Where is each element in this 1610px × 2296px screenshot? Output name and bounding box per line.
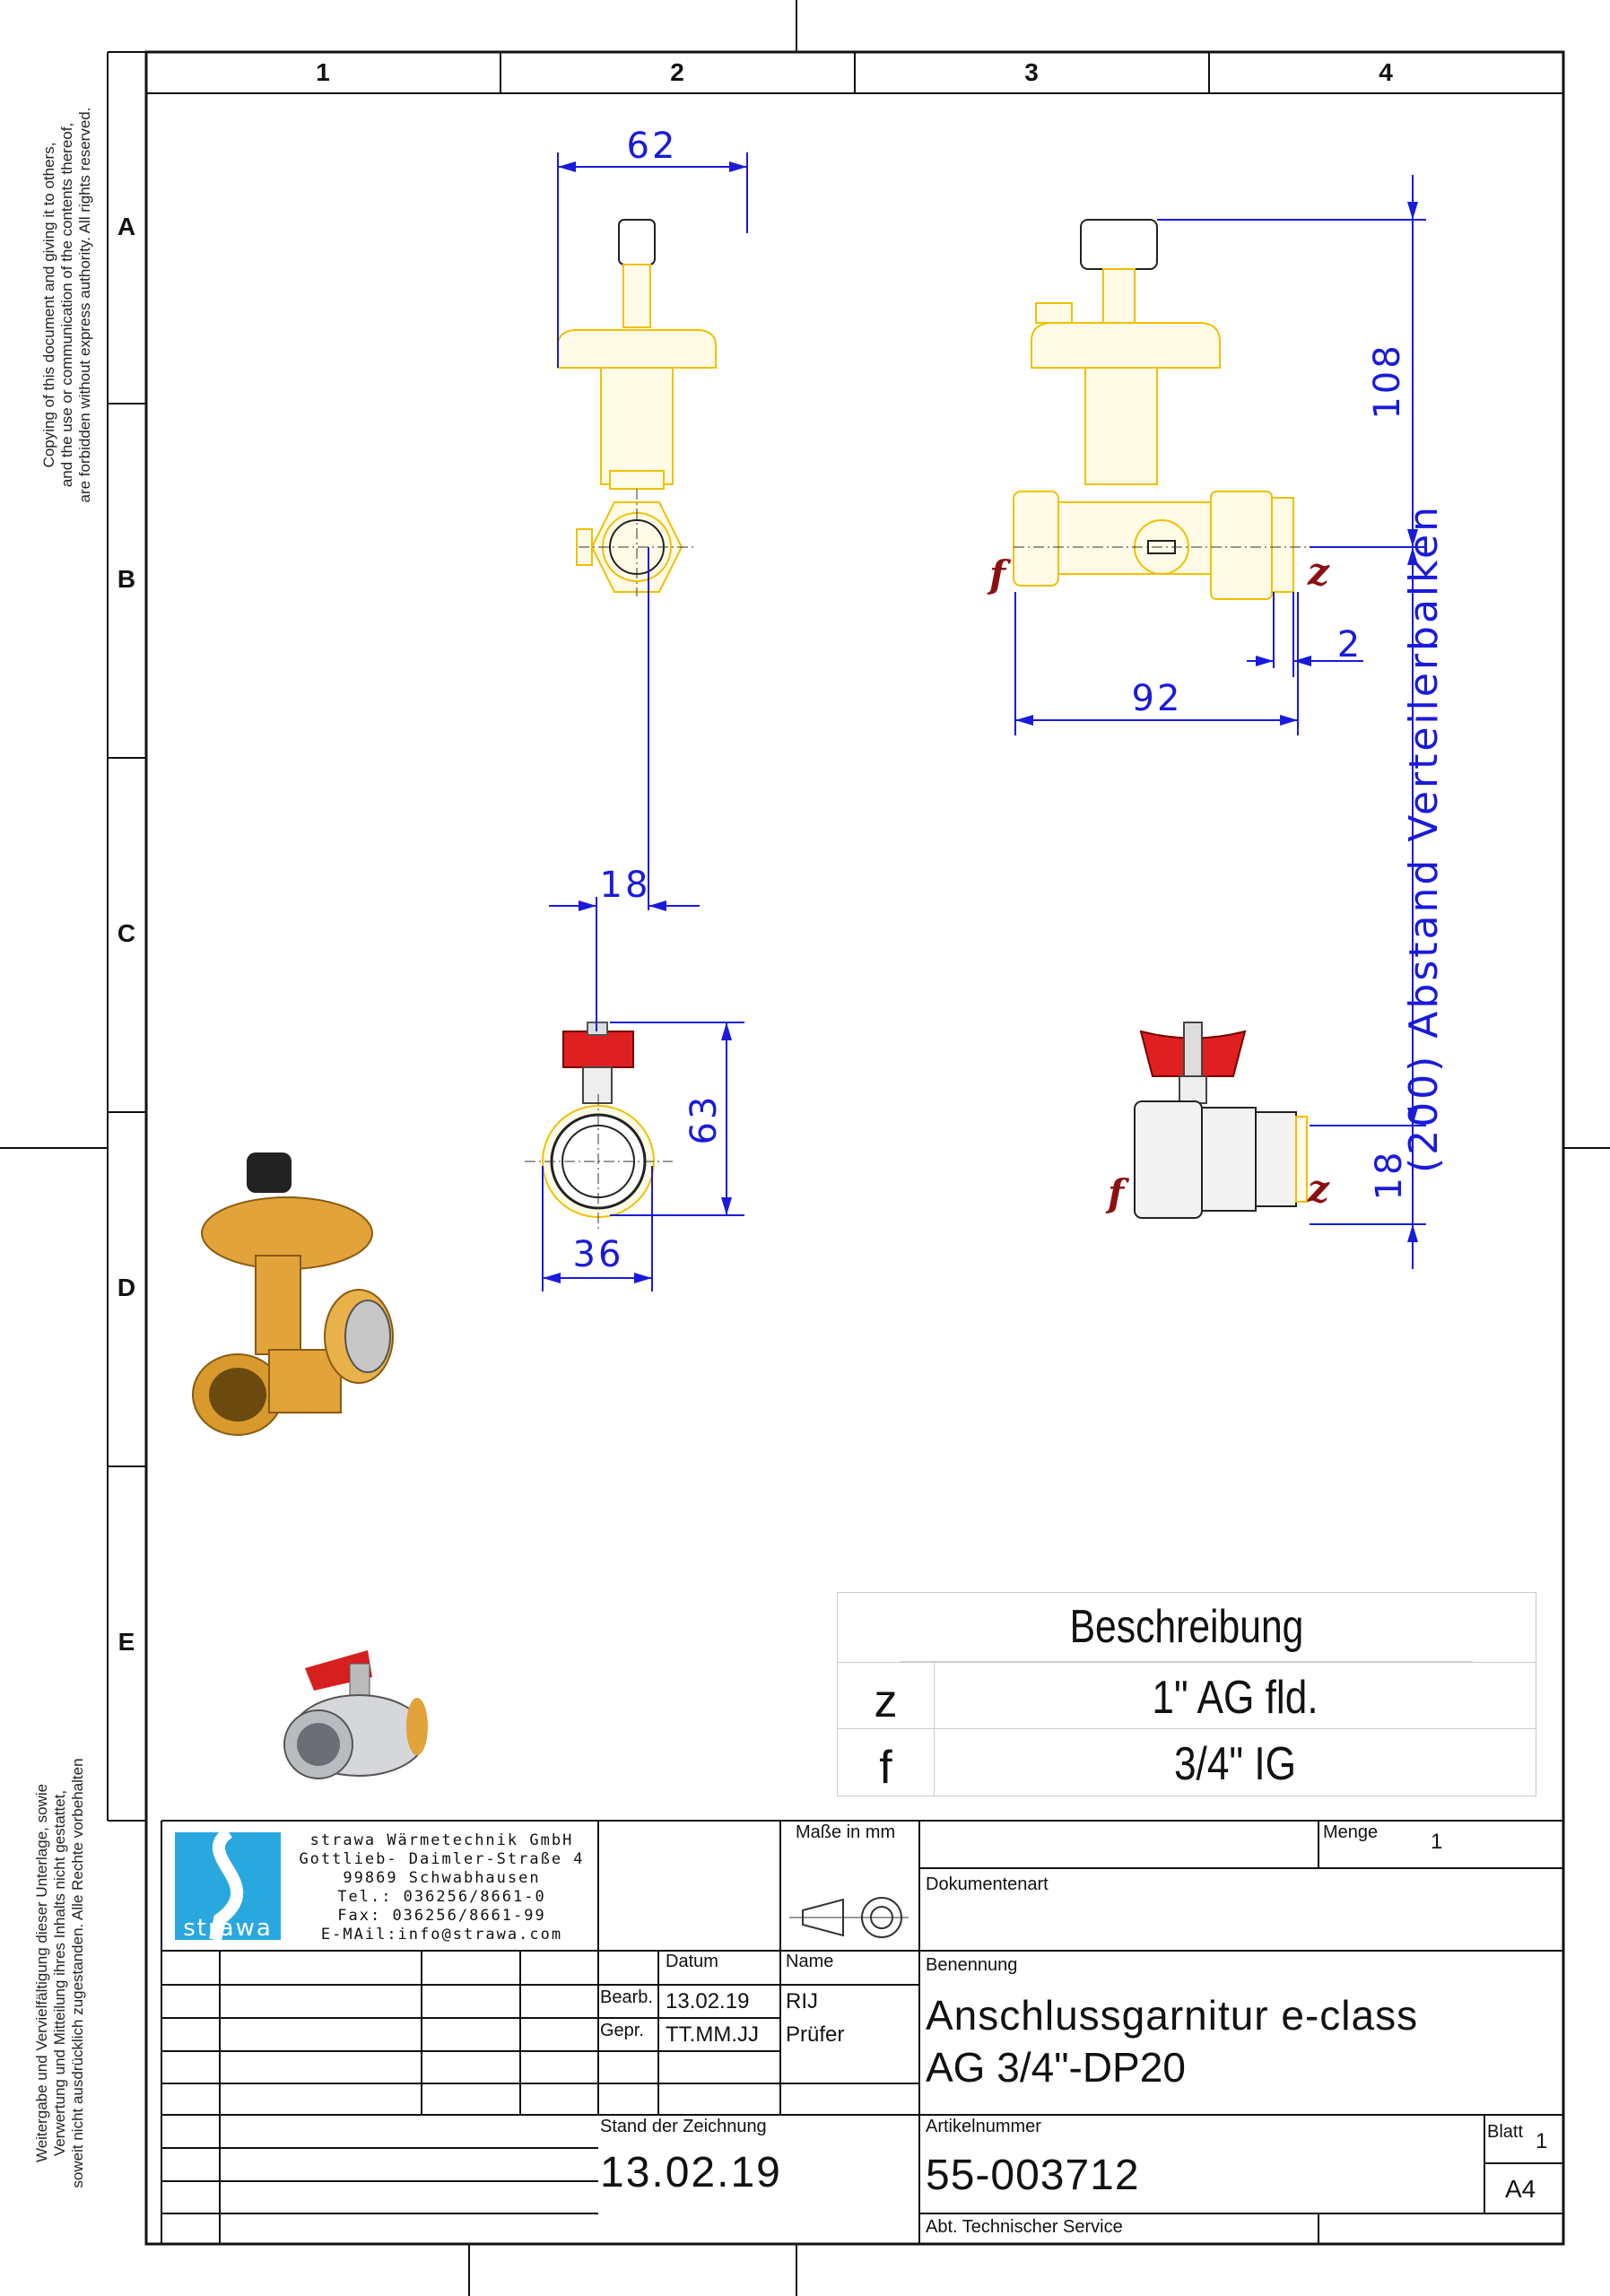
description-title: Beschreibung: [901, 1593, 1473, 1662]
format-value: A4: [1505, 2175, 1536, 2203]
valve-front-view: [557, 219, 717, 596]
svg-text:Copying of this document and g: Copying of this document and giving it t…: [40, 143, 57, 468]
company-address: strawa Wärmetechnik GmbH Gottlieb- Daiml…: [292, 1831, 592, 1944]
description-key: f: [838, 1729, 935, 1796]
svg-text:are forbidden without express: are forbidden without express authority.…: [76, 108, 93, 503]
valve-3d-render: [192, 1152, 394, 1436]
strawa-logo-text: strawa: [183, 1915, 273, 1942]
dimension-lines: [542, 152, 1426, 1292]
dokumentenart-label: Dokumentenart: [926, 1874, 1049, 1894]
bearb-date: 13.02.19: [666, 1989, 750, 2013]
grid-column-label: 4: [1379, 58, 1393, 86]
units-label: Maße in mm: [796, 1822, 896, 1842]
dim-18-side: 18: [1369, 1150, 1410, 1201]
description-row-z: z 1" AG fld.: [838, 1662, 1536, 1729]
dim-63: 63: [683, 1094, 725, 1145]
ballvalve-side-view: [1134, 1022, 1308, 1219]
menge-value: 1: [1431, 1830, 1443, 1854]
gepr-name: Prüfer: [786, 2022, 845, 2047]
dim-200-abstand: (200) Abstand Verteilerbalken: [1401, 504, 1447, 1173]
name-label: Name: [786, 1952, 834, 1971]
company-name: strawa Wärmetechnik GmbH: [309, 1831, 574, 1849]
ballvalve-3d-render: [283, 1650, 428, 1779]
dim-62: 62: [627, 126, 678, 167]
port-z-ballvalve: z: [1307, 1167, 1330, 1211]
artikel-label: Artikelnummer: [926, 2117, 1041, 2136]
grid-row-label: D: [117, 1274, 135, 1301]
company-fax: Fax: 036256/8661-99: [337, 1907, 546, 1925]
dim-18-top: 18: [600, 865, 651, 906]
company-email: E-MAil:info@strawa.com: [320, 1926, 563, 1944]
description-value: 1" AG fld.: [1152, 1672, 1318, 1724]
company-street: Gottlieb- Daimler-Straße 4: [299, 1850, 585, 1868]
dim-36: 36: [573, 1234, 624, 1275]
company-phone: Tel.: 036256/8661-0: [337, 1888, 546, 1906]
bearb-name: RIJ: [786, 1989, 818, 2013]
port-z-top: z: [1307, 550, 1330, 594]
svg-text:and the use or communication o: and the use or communication of the cont…: [58, 123, 75, 487]
stand-value: 13.02.19: [600, 2149, 782, 2196]
gepr-date: TT.MM.JJ: [666, 2022, 759, 2047]
svg-text:Verwertung und Mitteilung ihre: Verwertung und Mitteilung ihres Inhalts …: [51, 1790, 68, 2156]
description-table: Beschreibung z 1" AG fld. f 3/4" IG: [837, 1592, 1536, 1796]
bearb-label: Bearb.: [600, 1987, 653, 2007]
blatt-label: Blatt: [1487, 2122, 1524, 2142]
blatt-value: 1: [1536, 2129, 1548, 2153]
port-f-ballvalve: f: [1105, 1171, 1130, 1215]
department-label: Abt. Technischer Service: [926, 2217, 1123, 2237]
side-note-bottom: Weitergabe und Vervielfältigung dieser U…: [33, 1758, 86, 2187]
dim-92: 92: [1132, 678, 1183, 719]
company-city: 99869 Schwabhausen: [343, 1869, 541, 1887]
strawa-logo: [175, 1832, 281, 1940]
benennung-label: Benennung: [926, 1955, 1018, 1975]
ballvalve-front-view: [525, 1022, 673, 1229]
drawing-title-line2: AG 3/4"-DP20: [926, 2044, 1186, 2091]
datum-label: Datum: [666, 1952, 718, 1971]
description-row-f: f 3/4" IG: [838, 1728, 1536, 1796]
grid-row-label: C: [117, 919, 135, 947]
grid-column-label: 1: [316, 58, 330, 86]
grid-column-label: 3: [1024, 58, 1039, 86]
description-key: z: [838, 1663, 935, 1729]
stand-label: Stand der Zeichnung: [600, 2117, 767, 2136]
grid-row-label: A: [117, 213, 135, 240]
svg-text:Weitergabe und Vervielfältigun: Weitergabe und Vervielfältigung dieser U…: [33, 1784, 50, 2162]
svg-text:soweit nicht ausdrücklich zuge: soweit nicht ausdrücklich zugestanden. A…: [69, 1758, 86, 2187]
side-note-top: Copying of this document and giving it t…: [40, 108, 93, 503]
port-f-top: f: [987, 552, 1012, 596]
grid-column-label: 2: [670, 58, 684, 86]
titleblock-grid: [161, 1820, 1563, 2244]
valve-side-view: [1013, 219, 1310, 600]
drawing-title-line1: Anschlussgarnitur e-class: [926, 1992, 1419, 2039]
grid-row-label: B: [117, 565, 135, 593]
menge-label: Menge: [1323, 1822, 1379, 1842]
grid-row-label: E: [118, 1628, 135, 1656]
gepr-label: Gepr.: [600, 2021, 644, 2040]
dim-2: 2: [1337, 624, 1362, 665]
artikel-value: 55-003712: [926, 2152, 1140, 2199]
description-value: 3/4" IG: [1173, 1738, 1297, 1790]
dim-108: 108: [1367, 343, 1408, 419]
